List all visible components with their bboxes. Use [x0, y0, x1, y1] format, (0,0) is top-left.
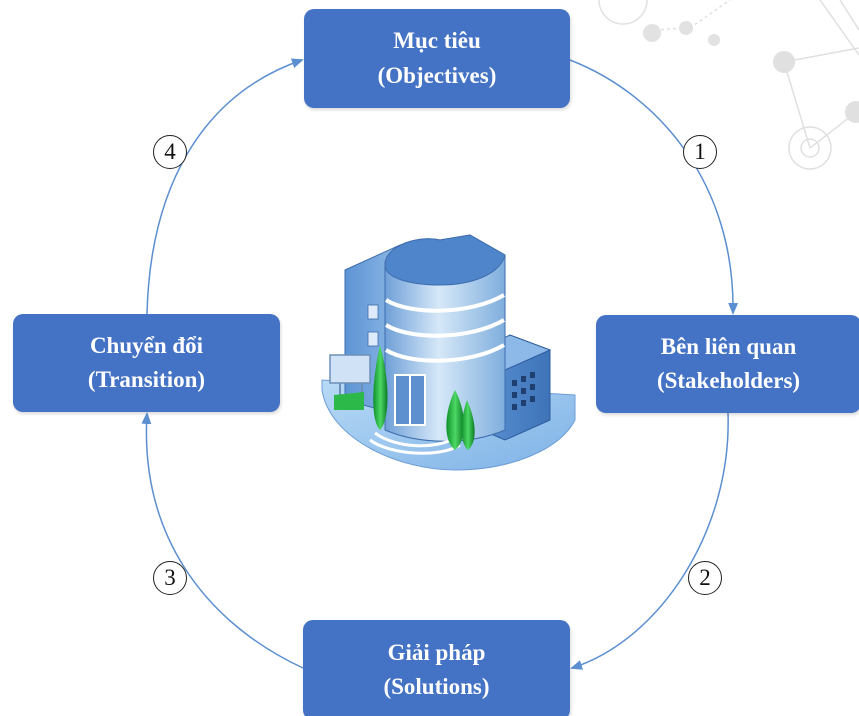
node-objectives-subtitle: (Objectives) [377, 62, 497, 88]
node-stakeholders: Bên liên quan (Stakeholders) [596, 315, 859, 413]
arrow-transition-to-objectives [146, 58, 304, 315]
node-transition-title: Chuyển đổi [89, 332, 204, 358]
step-number-1: 1 [683, 135, 717, 169]
node-objectives: Mục tiêu (Objectives) [304, 9, 570, 108]
step-number-4: 4 [153, 135, 187, 169]
node-solutions-subtitle: (Solutions) [383, 674, 490, 699]
node-stakeholders-subtitle: (Stakeholders) [656, 368, 801, 393]
arrow-stakeholders-to-solutions [570, 412, 729, 670]
arrow-objectives-to-stakeholders [569, 59, 739, 315]
node-transition-subtitle: (Transition) [87, 367, 206, 392]
step-number-3: 3 [153, 561, 187, 595]
step-number-2: 2 [688, 561, 722, 595]
arrow-solutions-to-transition [141, 412, 304, 669]
node-objectives-title: Mục tiêu [393, 28, 481, 53]
network-nodes-icon [598, 0, 859, 170]
node-solutions-title: Giải pháp [387, 639, 486, 665]
office-building-icon [321, 234, 576, 471]
node-solutions: Giải pháp (Solutions) [303, 620, 570, 716]
node-transition: Chuyển đổi (Transition) [13, 314, 280, 412]
node-stakeholders-title: Bên liên quan [660, 333, 797, 359]
